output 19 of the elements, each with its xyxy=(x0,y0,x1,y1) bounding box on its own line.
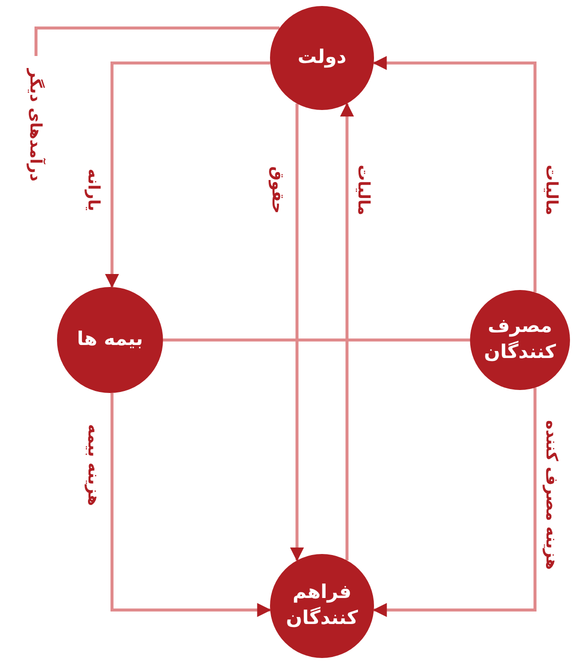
connector-line xyxy=(34,26,280,56)
arrow xyxy=(110,392,272,617)
arrow xyxy=(290,104,304,562)
connector-line xyxy=(163,338,470,342)
edge-label: هزینه مصرف کننده xyxy=(542,420,562,570)
edge-label: یارانه xyxy=(84,168,104,212)
arrow xyxy=(372,56,536,292)
edge-label: مالیات xyxy=(542,164,562,216)
node-label: مصرف کنندگان xyxy=(483,314,557,365)
node-label: دولت xyxy=(298,45,346,70)
edge-label: حقوق xyxy=(268,166,288,214)
edge-label: هزینه بیمه xyxy=(84,424,104,506)
arrow xyxy=(372,388,536,617)
edge-label: مالیات xyxy=(354,164,374,216)
arrow xyxy=(105,62,270,288)
arrow xyxy=(340,102,354,560)
edge-label: درآمدهای دیگر xyxy=(26,68,46,182)
node-label: فراهم کنندگان xyxy=(285,580,359,631)
node-label: بیمه ها xyxy=(76,327,144,352)
